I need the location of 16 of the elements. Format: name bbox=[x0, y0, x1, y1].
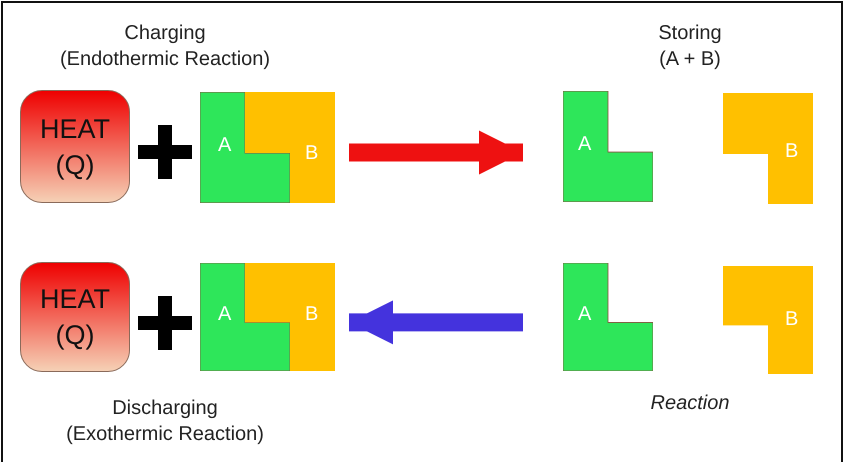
stage-caption: Storing (A + B) bbox=[657, 21, 723, 72]
piece-label: A bbox=[218, 303, 232, 326]
stage-caption: Discharging (Exothermic Reaction) bbox=[65, 396, 265, 447]
piece-label: B bbox=[785, 140, 798, 163]
piece-label: B bbox=[785, 308, 798, 331]
piece-label: A bbox=[578, 133, 592, 156]
stage-caption: Charging (Endothermic Reaction) bbox=[58, 21, 272, 72]
heat-box: HEAT (Q) bbox=[20, 262, 130, 372]
piece-label: B bbox=[305, 142, 318, 165]
caption: Reaction bbox=[650, 391, 730, 416]
heat-box: HEAT (Q) bbox=[20, 90, 130, 203]
block-arrow bbox=[349, 130, 523, 175]
piece-label: B bbox=[305, 303, 318, 326]
piece-label: A bbox=[218, 134, 232, 157]
block-arrow bbox=[349, 300, 523, 344]
piece-label: A bbox=[578, 303, 592, 326]
